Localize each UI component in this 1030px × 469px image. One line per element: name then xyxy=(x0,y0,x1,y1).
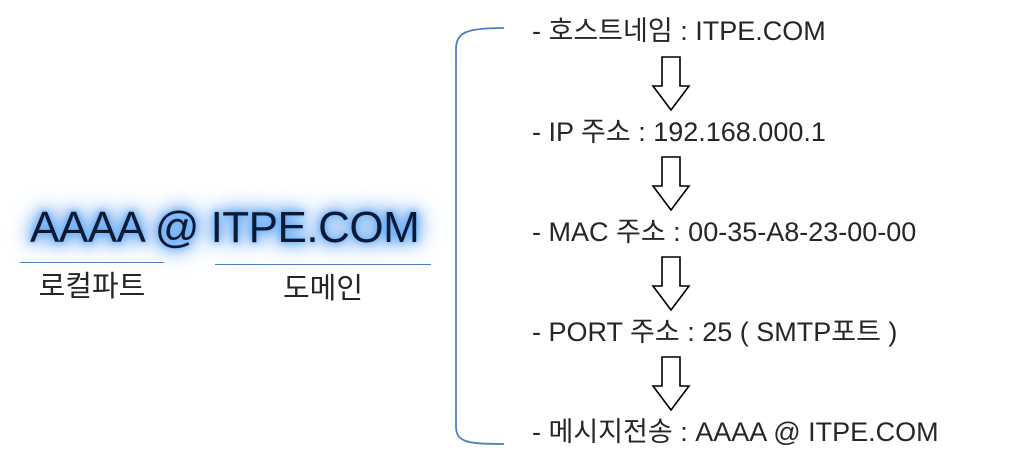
down-arrow-icon xyxy=(651,56,691,112)
step-message-send: - 메시지전송 : AAAA @ ITPE.COM xyxy=(532,417,939,447)
email-address: AAAA @ ITPE.COM xyxy=(30,203,420,252)
step-hostname: - 호스트네임 : ITPE.COM xyxy=(532,16,826,46)
down-arrow-icon xyxy=(651,256,691,312)
domain-label: 도메인 xyxy=(282,273,364,305)
step-mac-address: - MAC 주소 : 00-35-A8-23-00-00 xyxy=(532,217,917,247)
step-ip-address: - IP 주소 : 192.168.000.1 xyxy=(532,117,826,147)
local-part-label: 로컬파트 xyxy=(38,271,146,303)
domain-underline xyxy=(215,264,431,265)
local-part-underline xyxy=(20,262,164,263)
down-arrow-icon xyxy=(651,156,691,212)
curly-bracket xyxy=(455,27,505,445)
down-arrow-icon xyxy=(651,356,691,412)
step-port: - PORT 주소 : 25 ( SMTP포트 ) xyxy=(532,317,898,347)
